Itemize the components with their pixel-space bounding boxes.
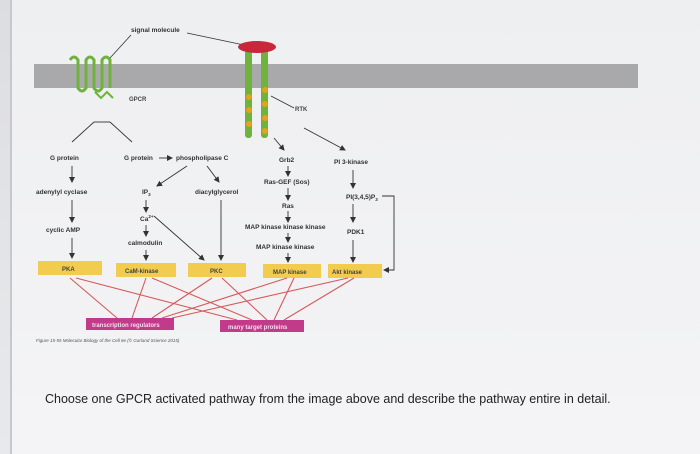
ip3-label: IP3 [142, 189, 151, 197]
signaling-pathways-figure: GPCR signal molecule RTK [34, 27, 638, 343]
ca2-label: Ca2+ [140, 214, 154, 223]
signal-molecule-pointer [186, 32, 245, 46]
gpcr-to-g-protein-left-arrow [71, 121, 95, 143]
signal-molecule-label: signal molecule [131, 27, 180, 34]
gpcr-receptor-icon [68, 55, 114, 100]
cam-kinase-box [116, 263, 176, 277]
gpcr-label: GPCR [129, 97, 147, 103]
pka-label: PKA [62, 267, 75, 273]
question-text: Choose one GPCR activated pathway from t… [45, 392, 611, 406]
signal-molecule-pointer-2 [109, 34, 132, 59]
akt-kinase-label: Akt kinase [332, 270, 363, 276]
g-protein-left-label: G protein [50, 155, 79, 162]
many-target-proteins-box [220, 320, 304, 332]
arrow-plc-to-ip3 [156, 165, 188, 187]
pka-box [38, 261, 102, 275]
cyclic-amp-label: cyclic AMP [46, 227, 81, 234]
g-protein-mid-label: G protein [124, 155, 153, 162]
mapkkk-label: MAP kinase kinase kinase [245, 224, 326, 231]
gpcr-to-g-protein-mid-arrow [109, 121, 133, 143]
mapkk-label: MAP kinase kinase [256, 244, 315, 251]
pdk1-label: PDK1 [347, 229, 365, 236]
akt-kinase-box [328, 264, 382, 278]
arrow-pip3-to-akt-loop [382, 195, 395, 273]
arrow-ca-to-pkc [153, 215, 205, 261]
arrow-rtk-to-pi3k [303, 127, 346, 151]
phospholipase-c-label: phospholipase C [176, 155, 229, 162]
pkc-box [188, 263, 246, 277]
arrow-plc-to-dag [206, 165, 220, 183]
map-kinase-box [263, 264, 321, 278]
map-kinase-label: MAP kinase [273, 270, 307, 276]
rtk-label: RTK [295, 107, 308, 113]
grb2-label: Grb2 [279, 157, 295, 164]
crosstalk-lines [69, 277, 355, 321]
rtk-receptor-icon [238, 41, 276, 138]
pi3-kinase-label: PI 3-kinase [334, 159, 368, 166]
arrow-rtk-to-grb2 [273, 137, 285, 151]
calmodulin-label: calmodulin [128, 240, 162, 247]
figure-caption: Figure 15-55 Molecular Biology of the Ce… [36, 337, 180, 343]
cam-kinase-label: CaM-kinase [125, 269, 159, 275]
pi345p3-label: PI(3,4,5)P3 [346, 194, 378, 202]
worksheet: GPCR signal molecule RTK [10, 0, 700, 454]
ras-label: Ras [282, 203, 294, 210]
many-target-proteins-label: many target proteins [228, 325, 288, 331]
diacylglycerol-label: diacylglycerol [195, 189, 239, 196]
plasma-membrane [34, 64, 638, 88]
transcription-regulators-label: transcription regulators [92, 323, 160, 329]
pkc-label: PKC [210, 269, 223, 275]
transcription-regulators-box [86, 318, 174, 330]
adenylyl-cyclase-label: adenylyl cyclase [36, 189, 88, 196]
rtk-pointer [270, 95, 295, 109]
ras-gef-label: Ras-GEF (Sos) [264, 179, 310, 186]
